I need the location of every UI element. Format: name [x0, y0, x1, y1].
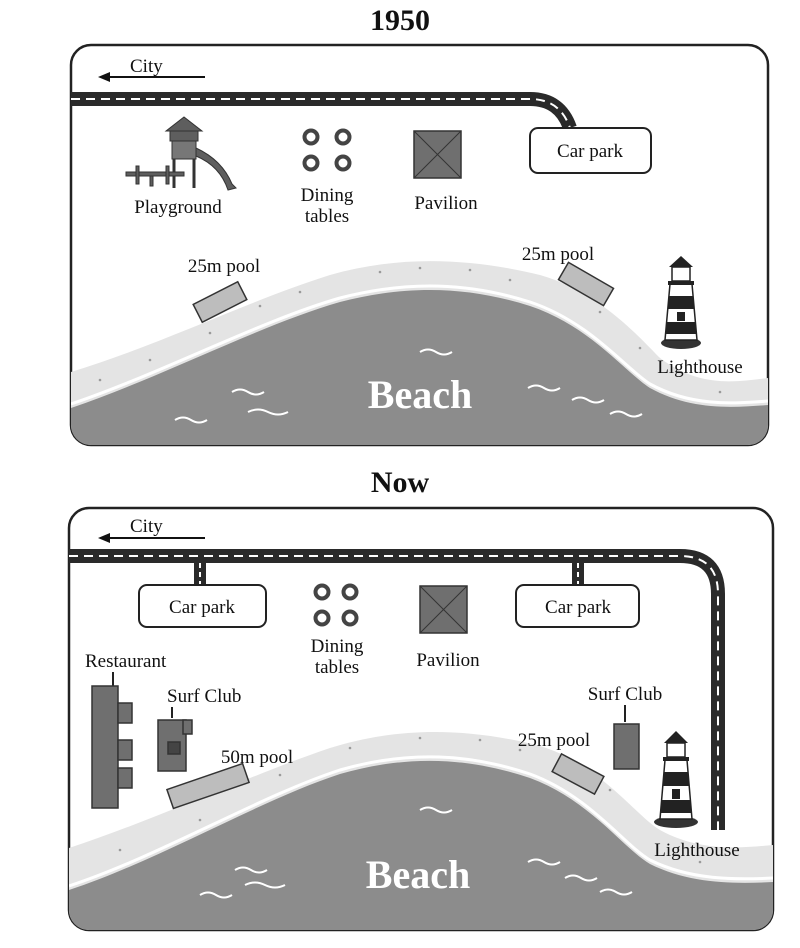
map-1950: City Car park Playground Dining tables: [69, 43, 770, 447]
lighthouse-label: Lighthouse: [654, 840, 740, 861]
lighthouse-label: Lighthouse: [657, 357, 743, 378]
sea: [71, 290, 768, 445]
car-park-left-label: Car park: [169, 597, 235, 618]
pool-50m: [165, 762, 251, 810]
pavilion-icon: [419, 585, 468, 634]
lighthouse-icon: [654, 731, 698, 828]
restaurant-label: Restaurant: [85, 651, 167, 672]
city-label: City: [130, 56, 163, 77]
sand-dots: [98, 266, 722, 394]
playground-icon: [125, 116, 237, 191]
sand-dots: [118, 736, 702, 864]
surf-club-right-label: Surf Club: [588, 684, 662, 705]
map-now: City Car park Car park Dining tables Pav…: [67, 506, 775, 932]
road: [69, 549, 725, 830]
sea: [69, 760, 773, 930]
shore-line: [71, 284, 768, 406]
car-park-right: [515, 584, 640, 628]
pool-left-label: 25m pool: [188, 256, 260, 277]
restaurant-building: [91, 685, 133, 809]
pool-left: [192, 280, 248, 324]
city-arrow: [98, 533, 205, 543]
pool-50m-label: 50m pool: [221, 747, 293, 768]
shore-line: [69, 755, 773, 888]
lighthouse-icon: [661, 256, 701, 349]
dining-label-line2: tables: [315, 657, 359, 678]
dining-tables-icon: [302, 128, 352, 172]
beach-label: Beach: [368, 372, 472, 417]
pool-25m: [551, 752, 605, 796]
city-arrow: [98, 72, 205, 82]
beach-label: Beach: [366, 852, 470, 897]
pool-right: [557, 261, 615, 307]
dining-tables-icon: [313, 583, 359, 627]
car-park-label: Car park: [557, 141, 623, 162]
road-centre-line: [71, 98, 571, 129]
dining-label-line1: Dining: [311, 636, 364, 657]
pool-right-label: 25m pool: [522, 244, 594, 265]
surf-club-left-building: [157, 719, 193, 772]
pool-25m-label: 25m pool: [518, 730, 590, 751]
car-park-left: [138, 584, 267, 628]
city-label: City: [130, 516, 163, 537]
surf-club-left-label: Surf Club: [167, 686, 241, 707]
dining-label-line2: tables: [305, 206, 349, 227]
pavilion-label: Pavilion: [414, 193, 478, 214]
pavilion-label: Pavilion: [416, 650, 480, 671]
dining-label-line1: Dining: [301, 185, 354, 206]
waves: [174, 348, 643, 424]
car-park: [529, 127, 652, 174]
playground-label: Playground: [134, 197, 222, 218]
car-park-right-label: Car park: [545, 597, 611, 618]
waves: [199, 806, 633, 899]
pavilion-icon: [413, 130, 462, 179]
surf-club-right-building: [613, 723, 640, 770]
map-title-now: Now: [370, 466, 430, 499]
map-title-1950: 1950: [370, 4, 430, 37]
